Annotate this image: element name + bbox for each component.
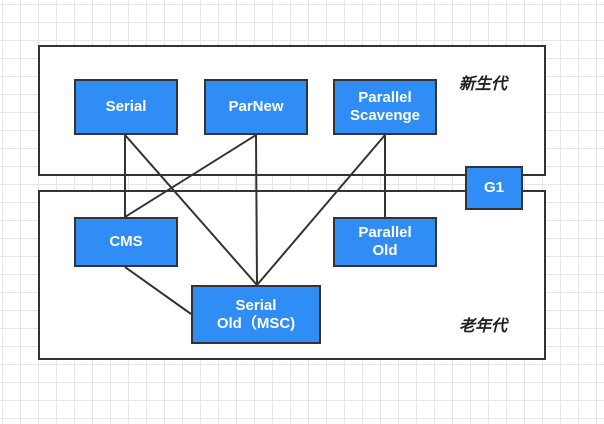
g1-collector-box[interactable]: G1 [465, 166, 523, 210]
cms-collector-box[interactable]: CMS [74, 217, 178, 267]
old-generation-label: 老年代 [459, 316, 508, 335]
serial-old-collector-box[interactable]: Serial Old（MSC) [191, 285, 321, 344]
parallel-scavenge-collector-box[interactable]: Parallel Scavenge [333, 79, 437, 135]
young-generation-label: 新生代 [459, 74, 508, 93]
parallel-old-collector-box[interactable]: Parallel Old [333, 217, 437, 267]
parnew-collector-box[interactable]: ParNew [204, 79, 308, 135]
serial-collector-box[interactable]: Serial [74, 79, 178, 135]
